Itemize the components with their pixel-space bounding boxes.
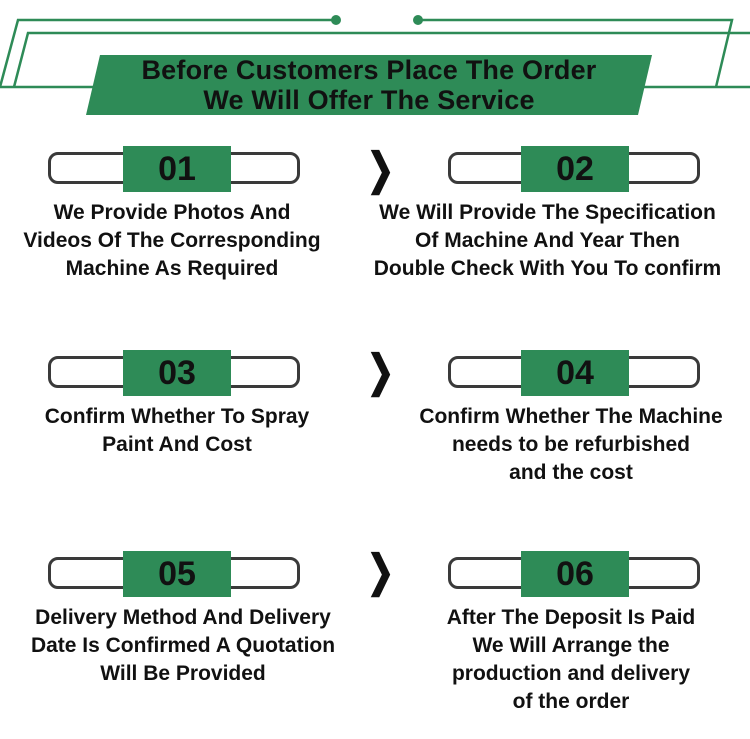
banner-title-line-2: We Will Offer The Service [203,85,535,115]
step-description-line: We Will Provide The Specification [379,201,716,224]
step-description-line: We Provide Photos And [53,201,291,224]
step-number: 03 [123,350,231,396]
step-description-line: Of Machine And Year Then [415,229,680,252]
frame-outer-line-right [418,18,734,88]
step-description-line: Delivery Method And Delivery [35,606,331,629]
step-description: We Will Provide The Specification Of Mac… [345,199,750,283]
step-description-line: Confirm Whether To Spray [44,405,310,428]
step-description-line: needs to be refurbished [451,433,691,456]
chevron-right-icon: ❯ [366,347,395,396]
step-description-line: Date Is Confirmed A Quotation [30,634,336,657]
step-number: 02 [521,146,629,192]
chevron-right-icon: ❯ [366,145,395,194]
step-description-line: Will Be Provided [100,662,266,685]
header-frame [0,15,750,115]
step-number: 05 [123,551,231,597]
step-description-line: Machine As Required [65,257,279,280]
step-description-line: of the order [512,690,630,713]
banner-title: Before Customers Place The Order We Will… [86,55,652,115]
frame-dot-left [331,15,341,25]
step-description: Confirm Whether The Machine needs to be … [395,403,747,487]
step-description: Delivery Method And Delivery Date Is Con… [2,604,364,688]
banner-background [86,55,652,115]
step-description-line: Double Check With You To confirm [373,257,722,280]
step-description-line: Videos Of The Corresponding [23,229,321,252]
step-number: 01 [123,146,231,192]
step-number: 06 [521,551,629,597]
step-number: 04 [521,350,629,396]
frame-outer-line [0,18,336,88]
step-description: Confirm Whether To Spray Paint And Cost [2,403,352,459]
step-description-line: Paint And Cost [102,433,252,456]
step-description: After The Deposit Is Paid We Will Arrang… [395,604,747,716]
frame-inner-line [12,31,750,88]
step-description-line: production and delivery [451,662,691,685]
step-description-line: We Will Arrange the [472,634,670,657]
step-description: We Provide Photos And Videos Of The Corr… [2,199,342,283]
step-description-line: and the cost [509,461,633,484]
frame-dot-right [413,15,423,25]
step-description-line: Confirm Whether The Machine [419,405,723,428]
step-description-line: After The Deposit Is Paid [446,606,696,629]
banner-title-line-1: Before Customers Place The Order [141,55,597,85]
chevron-right-icon: ❯ [366,547,395,596]
